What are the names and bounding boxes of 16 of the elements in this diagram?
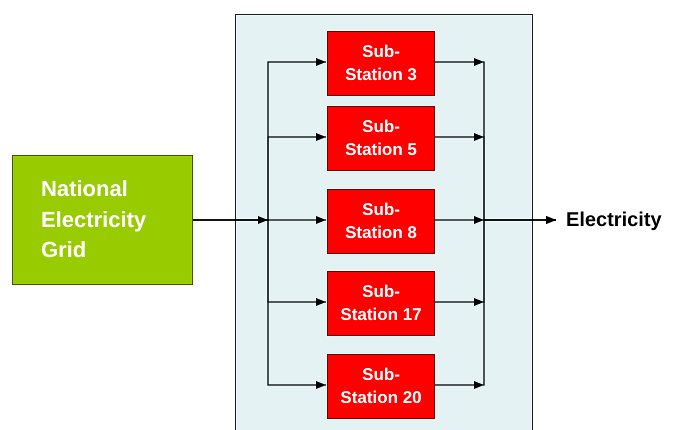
- process-box: [327, 106, 435, 171]
- box-label: Sub-Station 20: [339, 364, 423, 408]
- process-box: [327, 31, 435, 96]
- box-label: Sub-Station 5: [344, 116, 418, 160]
- arrow: [193, 219, 326, 389]
- box-label: Sub-Station 8: [344, 199, 418, 244]
- arrow: [434, 216, 556, 386]
- process-box: [327, 271, 435, 336]
- box-label: Sub-Station 17: [339, 281, 423, 326]
- box-label: National Electricity Grid: [41, 174, 148, 264]
- output-label: Electricity: [566, 208, 663, 233]
- process-box: [327, 189, 435, 254]
- process-box: [327, 354, 435, 419]
- process-box: [12, 155, 193, 285]
- group-panel: [235, 14, 533, 430]
- box-label: Sub-Station 3: [344, 41, 418, 86]
